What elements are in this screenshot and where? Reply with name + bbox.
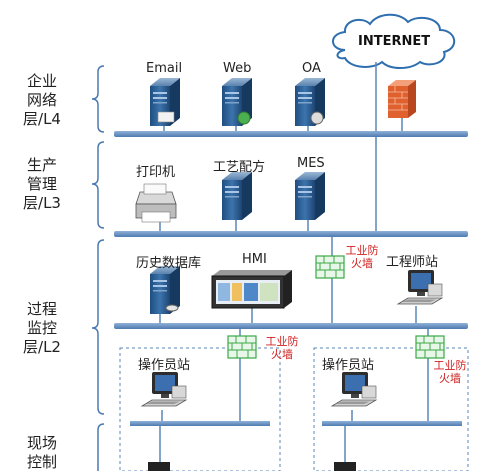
- mes-label: MES: [297, 156, 325, 171]
- zone-left: [119, 347, 281, 471]
- firewall-label-2: 工业防火墙: [265, 335, 299, 361]
- web-label: Web: [223, 61, 252, 76]
- internet-firewall-icon: [388, 80, 416, 118]
- field-device-right: [334, 462, 356, 471]
- layer-label-management: 生产管理层/L3: [23, 156, 61, 212]
- operator-label-right: 操作员站: [322, 358, 375, 373]
- email-server-icon: [150, 78, 180, 126]
- engineer-station-icon: [397, 269, 443, 305]
- layer-label-process: 过程监控层/L2: [23, 300, 61, 356]
- email-label: Email: [146, 61, 183, 76]
- oa-server-icon: [295, 78, 325, 126]
- industrial-firewall-icon-2: [227, 335, 257, 359]
- field-bus-left: [130, 421, 270, 426]
- enterprise-bus: [114, 131, 468, 137]
- zone-right: [313, 347, 469, 471]
- firewall-label-3: 工业防火墙: [433, 359, 467, 385]
- engineer-label: 工程师站: [386, 255, 439, 270]
- operator-label-left: 操作员站: [138, 358, 191, 373]
- printer-label: 打印机: [136, 165, 176, 180]
- layer-label-enterprise: 企业网络层/L4: [23, 72, 61, 128]
- mes-server-icon: [295, 172, 325, 220]
- process-bus: [114, 323, 468, 329]
- operator-station-icon-left: [141, 371, 187, 407]
- vertical-links: [159, 80, 429, 471]
- field-device-left: [148, 462, 170, 471]
- management-bus: [114, 231, 468, 237]
- web-server-icon: [222, 78, 252, 126]
- firewall-label-1: 工业防火墙: [345, 244, 379, 270]
- industrial-firewall-icon-1: [315, 255, 345, 279]
- industrial-firewall-icon-3: [415, 335, 445, 359]
- oa-label: OA: [302, 61, 321, 76]
- internet-label: INTERNET: [358, 34, 431, 49]
- hmi-label: HMI: [242, 252, 267, 267]
- historian-server-icon: [150, 266, 180, 314]
- recipe-server-icon: [222, 172, 252, 220]
- layer-label-field: 现场控制: [26, 434, 57, 471]
- historian-label: 历史数据库: [136, 256, 202, 271]
- printer-icon: [135, 183, 177, 223]
- internet-cloud: [332, 13, 455, 69]
- hmi-panel-icon: [211, 270, 292, 309]
- operator-station-icon-right: [331, 371, 377, 407]
- field-bus-right: [322, 421, 462, 426]
- recipe-label: 工艺配方: [213, 160, 266, 175]
- layer-brackets: [91, 65, 105, 471]
